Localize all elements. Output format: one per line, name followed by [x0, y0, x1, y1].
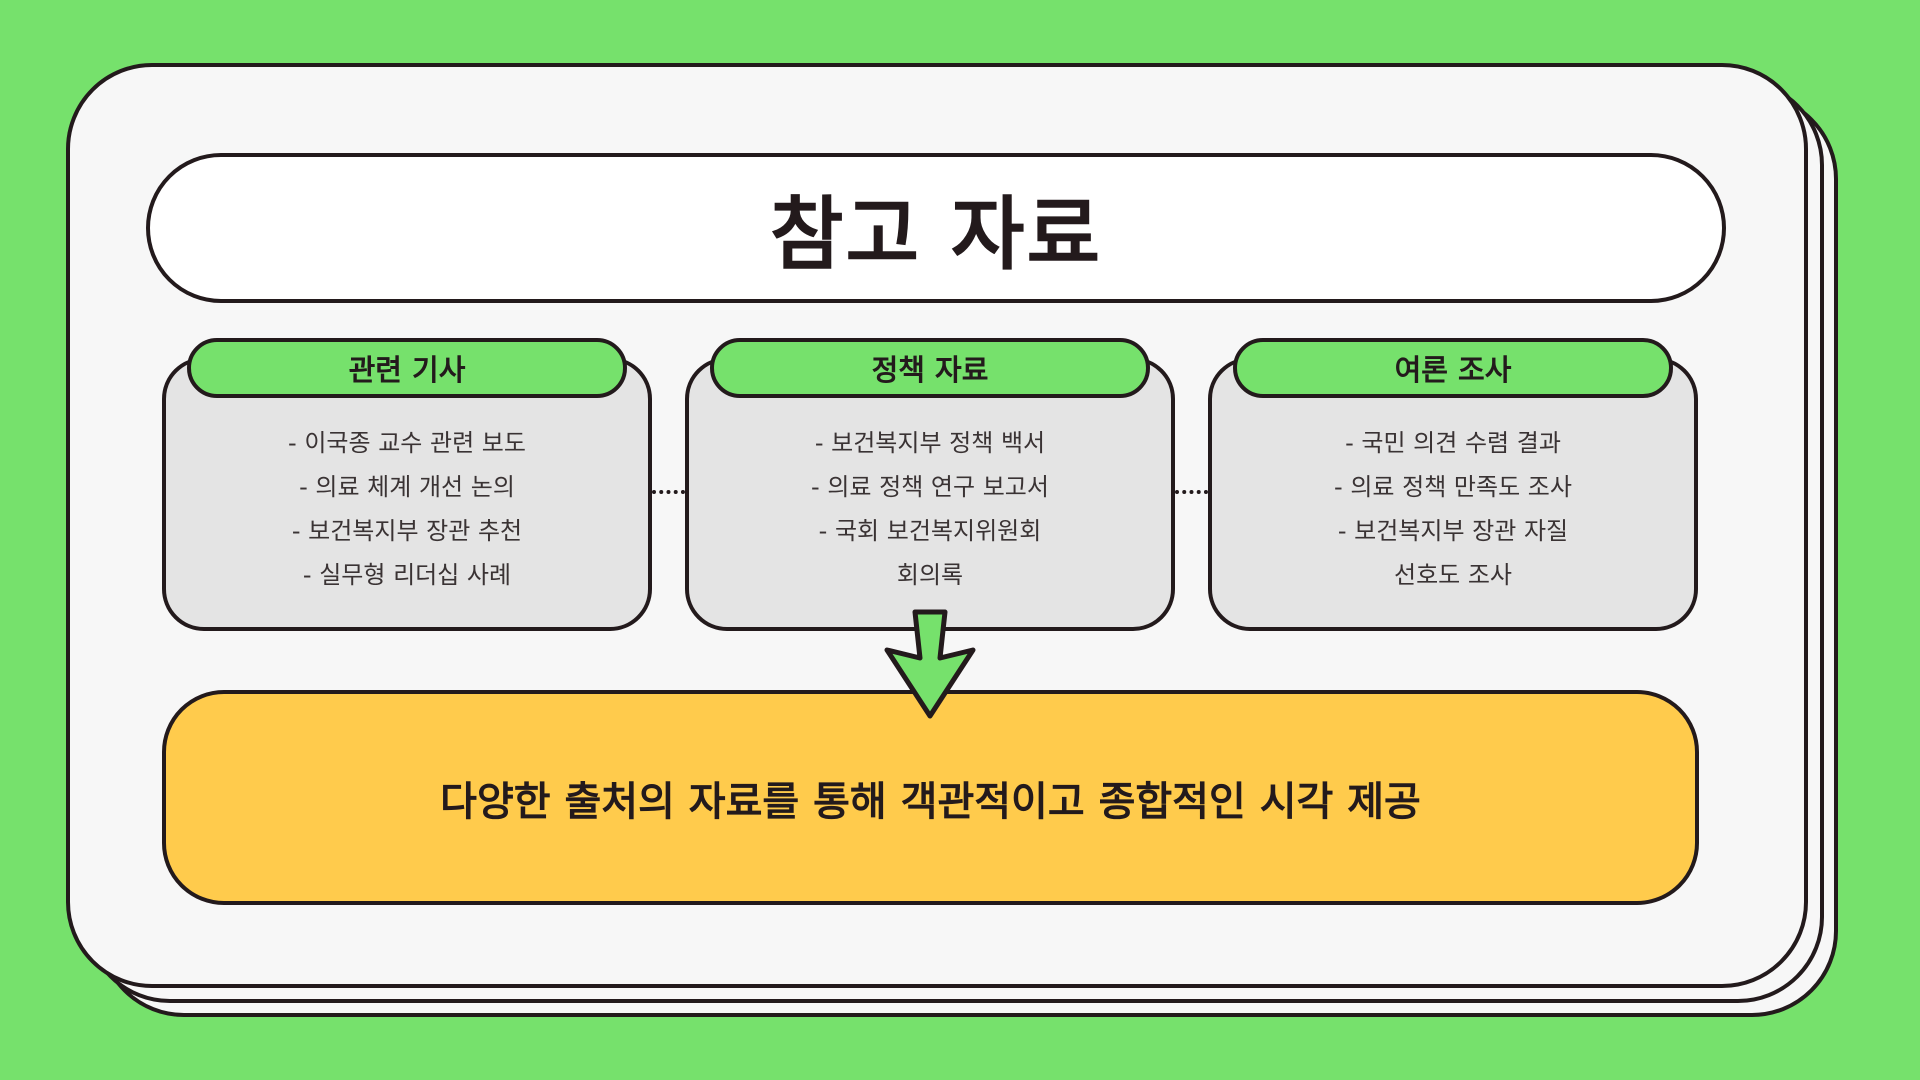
box-heading-survey: 여론 조사 [1233, 338, 1673, 398]
list-item: - 실무형 리더십 사례 [302, 561, 512, 589]
down-arrow-icon [884, 609, 976, 719]
source-list-survey: - 국민 의견 수렴 결과 - 의료 정책 만족도 조사 - 보건복지부 장관 … [1236, 421, 1670, 597]
summary-box: 다양한 출처의 자료를 통해 객관적이고 종합적인 시각 제공 [162, 690, 1699, 905]
title-banner: 참고 자료 [146, 153, 1726, 303]
dotted-connector-1 [652, 490, 685, 494]
box-heading-articles: 관련 기사 [187, 338, 627, 398]
list-item: - 의료 체계 개선 논의 [299, 473, 515, 501]
source-box-policy: - 보건복지부 정책 백서 - 의료 정책 연구 보고서 - 국회 보건복지위원… [685, 357, 1175, 631]
source-list-policy: - 보건복지부 정책 백서 - 의료 정책 연구 보고서 - 국회 보건복지위원… [713, 421, 1147, 597]
list-item: - 국민 의견 수렴 결과 [1345, 429, 1561, 457]
list-item: - 보건복지부 정책 백서 [814, 429, 1046, 457]
list-item: - 의료 정책 만족도 조사 [1334, 473, 1572, 501]
source-box-articles: - 이국종 교수 관련 보도 - 의료 체계 개선 논의 - 보건복지부 장관 … [162, 357, 652, 631]
list-item: - 이국종 교수 관련 보도 [288, 429, 526, 457]
list-item: - 보건복지부 장관 추천 [291, 517, 523, 545]
list-item: - 국회 보건복지위원회 [818, 517, 1042, 545]
summary-text: 다양한 출처의 자료를 통해 객관적이고 종합적인 시각 제공 [440, 778, 1421, 825]
list-item: 회의록 [896, 561, 964, 589]
list-item: 선호도 조사 [1393, 561, 1513, 589]
page-title: 참고 자료 [769, 188, 1103, 281]
box-heading-policy: 정책 자료 [710, 338, 1150, 398]
list-item: - 보건복지부 장관 자질 [1337, 517, 1569, 545]
list-item: - 의료 정책 연구 보고서 [811, 473, 1049, 501]
dotted-connector-2 [1175, 490, 1208, 494]
source-list-articles: - 이국종 교수 관련 보도 - 의료 체계 개선 논의 - 보건복지부 장관 … [190, 421, 624, 597]
source-box-survey: - 국민 의견 수렴 결과 - 의료 정책 만족도 조사 - 보건복지부 장관 … [1208, 357, 1698, 631]
